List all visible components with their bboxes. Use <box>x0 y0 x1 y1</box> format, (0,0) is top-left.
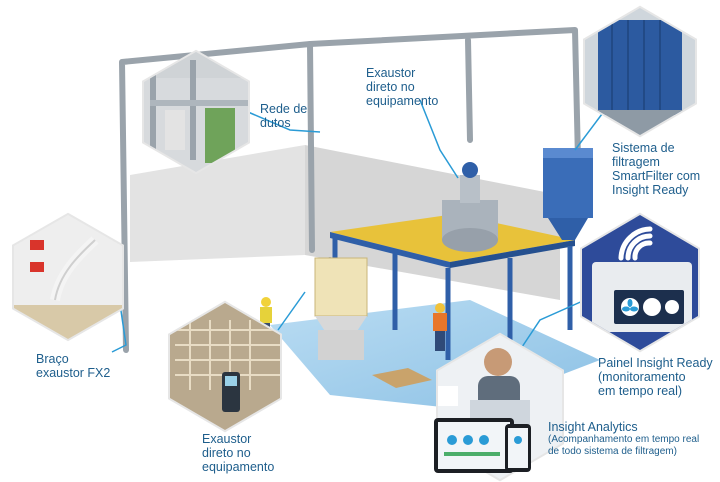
hopper <box>314 257 368 360</box>
worker-right <box>433 303 447 351</box>
dust-collector <box>543 148 593 240</box>
hexagon-photo-duct-network <box>142 49 250 175</box>
back-wall-left <box>130 145 305 262</box>
hexagon-photo-fx2-arm <box>12 212 124 342</box>
label-smartfilter: Sistema de filtragem SmartFilter com Ins… <box>612 141 701 197</box>
label-painel: Painel Insight Ready (monitoramento em t… <box>598 356 713 398</box>
pallet <box>372 368 432 388</box>
hexagon-photo-equipment-exhaust <box>168 300 282 433</box>
label-braco: Braço exaustor FX2 <box>36 352 111 380</box>
label-insight-analytics: Insight Analytics (Acompanhamento em tem… <box>548 420 700 457</box>
hexagon-photo-insight-panel <box>580 212 700 353</box>
reactor-vessel <box>442 162 498 252</box>
label-exaustor-top: Exaustor direto no equipamento <box>366 66 439 108</box>
fan-icon <box>622 299 638 312</box>
hexagon-photo-smartfilter <box>583 5 697 138</box>
wifi-icon <box>618 226 653 261</box>
callout-lines <box>111 99 606 353</box>
phone-dashboard <box>505 424 531 472</box>
label-exaustor-bottom: Exaustor direto no equipamento <box>202 432 275 474</box>
label-rede-dutos: Rede de dutos <box>260 102 308 130</box>
tablet-dashboard <box>434 418 514 473</box>
